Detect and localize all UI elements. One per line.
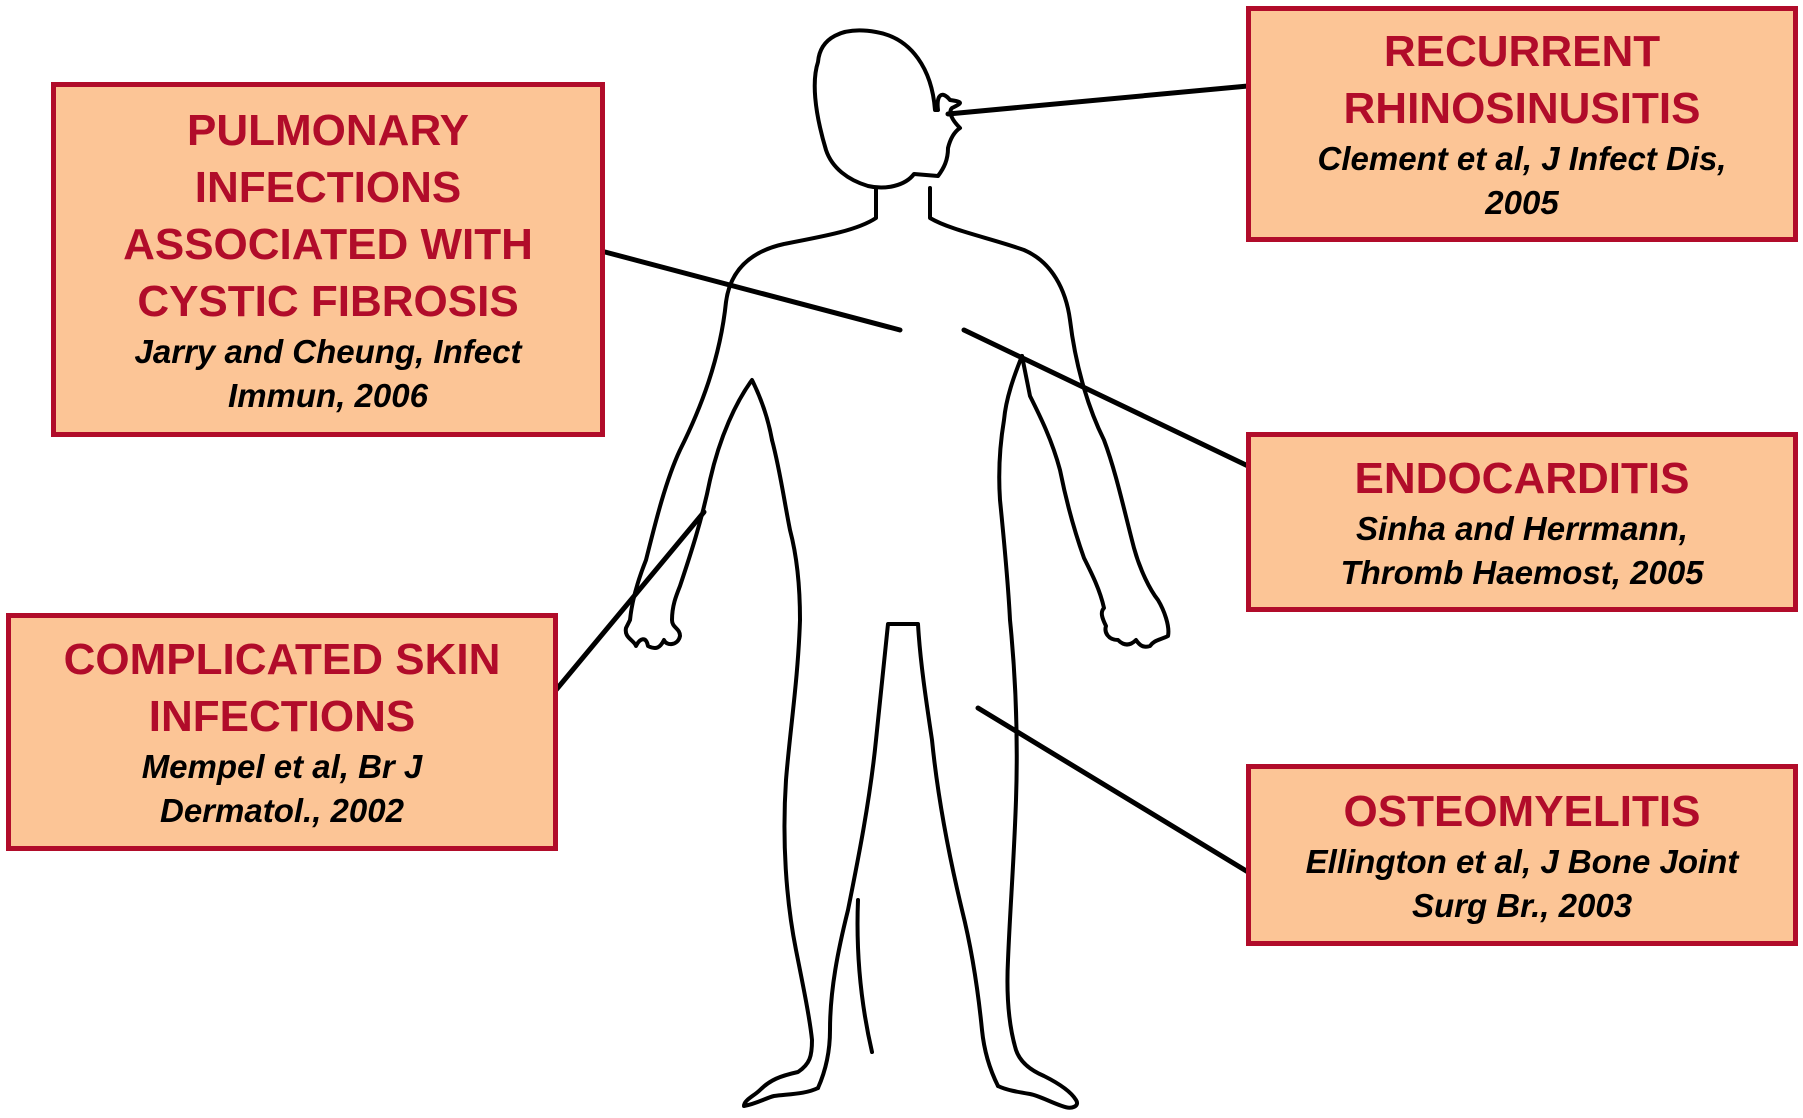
leader-line-skin xyxy=(556,512,704,690)
callout-title: PULMONARY INFECTIONS ASSOCIATED WITH CYS… xyxy=(123,102,533,330)
callout-title: OSTEOMYELITIS xyxy=(1344,783,1701,840)
callout-recurrent-rhinosinusitis: RECURRENT RHINOSINUSITIS Clement et al, … xyxy=(1246,6,1798,242)
legs-inner-outline xyxy=(818,624,998,1088)
body-outline xyxy=(626,30,1169,1107)
right-torso-outline xyxy=(998,356,1077,1108)
left-arm-outline xyxy=(626,188,876,648)
callout-reference: Jarry and Cheung, Infect Immun, 2006 xyxy=(135,330,522,418)
leader-lines xyxy=(556,86,1248,872)
callout-reference: Sinha and Herrmann, Thromb Haemost, 2005 xyxy=(1340,507,1703,595)
callout-title: COMPLICATED SKIN INFECTIONS xyxy=(64,631,501,745)
left-leg-inner xyxy=(858,900,872,1052)
left-torso-outline xyxy=(744,440,818,1106)
callout-title: RECURRENT RHINOSINUSITIS xyxy=(1344,23,1701,137)
callout-endocarditis: ENDOCARDITIS Sinha and Herrmann, Thromb … xyxy=(1246,432,1798,612)
callout-reference: Clement et al, J Infect Dis, 2005 xyxy=(1318,137,1727,225)
head-outline xyxy=(815,30,960,187)
leader-line-osteomyelitis xyxy=(978,708,1248,872)
callout-complicated-skin-infections: COMPLICATED SKIN INFECTIONS Mempel et al… xyxy=(6,613,558,851)
callout-reference: Mempel et al, Br J Dermatol., 2002 xyxy=(142,745,423,833)
callout-reference: Ellington et al, J Bone Joint Surg Br., … xyxy=(1306,840,1739,928)
right-arm-outline xyxy=(930,188,1168,647)
callout-pulmonary-infections: PULMONARY INFECTIONS ASSOCIATED WITH CYS… xyxy=(51,82,605,437)
callout-osteomyelitis: OSTEOMYELITIS Ellington et al, J Bone Jo… xyxy=(1246,764,1798,946)
callout-title: ENDOCARDITIS xyxy=(1355,450,1690,507)
leader-line-pulmonary xyxy=(605,252,900,330)
leader-line-rhinosinusitis xyxy=(948,86,1248,114)
